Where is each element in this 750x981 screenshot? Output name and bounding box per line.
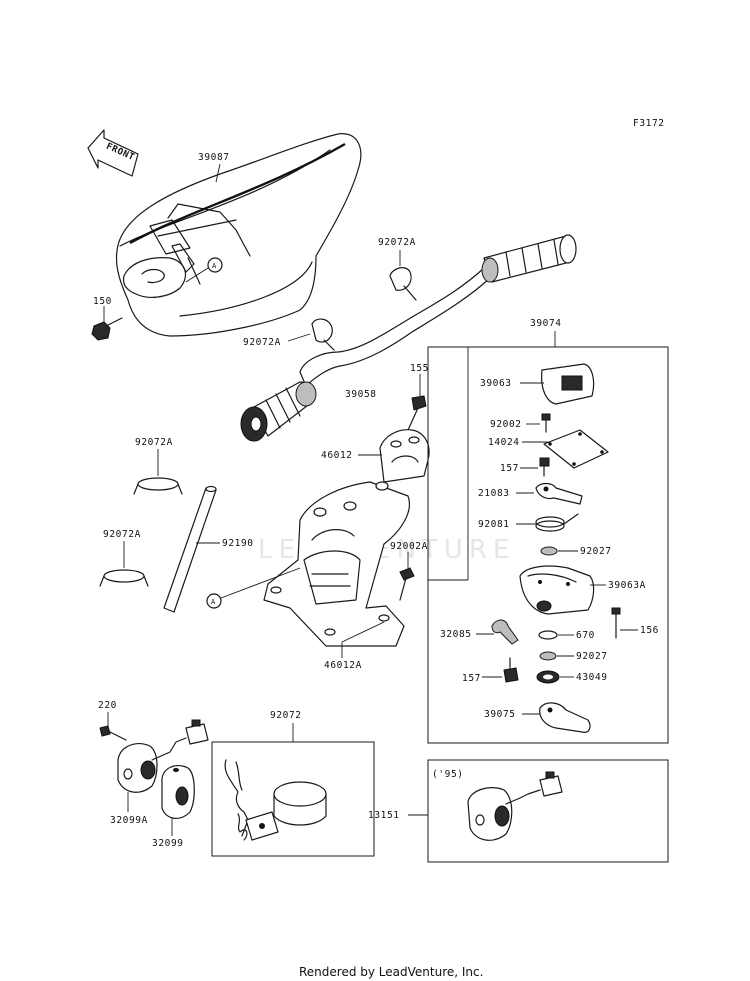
label-92072a-left1: 92072A [135,437,173,448]
lanyard-band [245,781,327,841]
bolt-156 [611,607,621,639]
label-32099a: 32099A [110,815,148,826]
label-92072a-left2: 92072A [103,529,141,540]
label-39074: 39074 [530,318,562,329]
label-46012: 46012 [321,450,353,461]
bolt-157-bottom [503,657,519,683]
label-39058: 39058 [345,389,377,400]
label-220: 220 [98,700,117,711]
washer-92027-top [540,546,558,556]
label-157-bottom: 157 [462,673,481,684]
label-155: 155 [410,363,429,374]
screw-92002 [541,413,551,433]
clamp-46012 [379,429,430,483]
switch-32099 [161,765,195,819]
ref-a-callout [206,593,222,609]
bolt-157-top [539,457,550,477]
ref-a-top-label: A [212,262,217,270]
label-92072: 92072 [270,710,302,721]
figure-code: F3172 [633,118,665,129]
label-92002: 92002 [490,419,522,430]
label-156: 156 [640,625,659,636]
label-157-top: 157 [500,463,519,474]
label-92072a-mid: 92072A [243,337,281,348]
spring-92081 [535,513,579,532]
seal-43049 [536,670,560,684]
throttle-assembly-box [427,346,669,744]
label-92027-bottom: 92027 [576,651,608,662]
label-39063a: 39063A [608,580,646,591]
handlebar-39058 [240,234,577,442]
label-39087: 39087 [198,152,230,163]
band-92072a-top [389,267,417,301]
label-32085: 32085 [440,629,472,640]
gasket-14024 [543,429,609,469]
label-39063: 39063 [480,378,512,389]
label-14024: 14024 [488,437,520,448]
band-92072a-left2 [99,569,149,587]
label-39075: 39075 [484,709,516,720]
o-ring-670 [538,630,558,640]
connector-plug [185,719,209,745]
label-92190: 92190 [222,538,254,549]
bolt-92002a [399,567,415,601]
throttle-cover-39063 [541,363,595,405]
front-arrow-icon: FRONT [87,129,139,177]
throttle-case-39063a [519,565,595,615]
label-43049: 43049 [576,672,608,683]
label-150: 150 [93,296,112,307]
switch-95-box [427,759,669,863]
label-21083: 21083 [478,488,510,499]
riser-46012a [263,481,410,647]
bracket-32085 [491,619,519,645]
throttle-lever-39075 [539,702,591,733]
year-note: ('95) [432,769,464,780]
label-92027-top: 92027 [580,546,612,557]
tube-92190 [163,485,217,613]
label-92081: 92081 [478,519,510,530]
label-92002a: 92002A [390,541,428,552]
lanyard-clip [224,759,249,841]
label-32099: 32099 [152,838,184,849]
label-92072a-top: 92072A [378,237,416,248]
ref-a-callout-top [207,257,223,273]
switch-13151 [467,787,541,841]
bolt-155 [407,395,427,431]
ref-a-label: A [211,598,216,606]
switch-32099a [117,737,187,793]
washer-92027-bottom [539,651,557,661]
connector-plug-95 [539,771,563,797]
band-92072a-left1 [133,477,183,495]
footer-credit: Rendered by LeadVenture, Inc. [299,965,483,979]
label-670: 670 [576,630,595,641]
bolt-150 [91,317,123,341]
bolt-220 [99,725,127,741]
lever-21083 [535,482,583,505]
label-13151: 13151 [368,810,400,821]
label-46012a: 46012A [324,660,362,671]
band-92072a-mid [311,318,335,351]
handle-pad-cover [115,133,362,337]
